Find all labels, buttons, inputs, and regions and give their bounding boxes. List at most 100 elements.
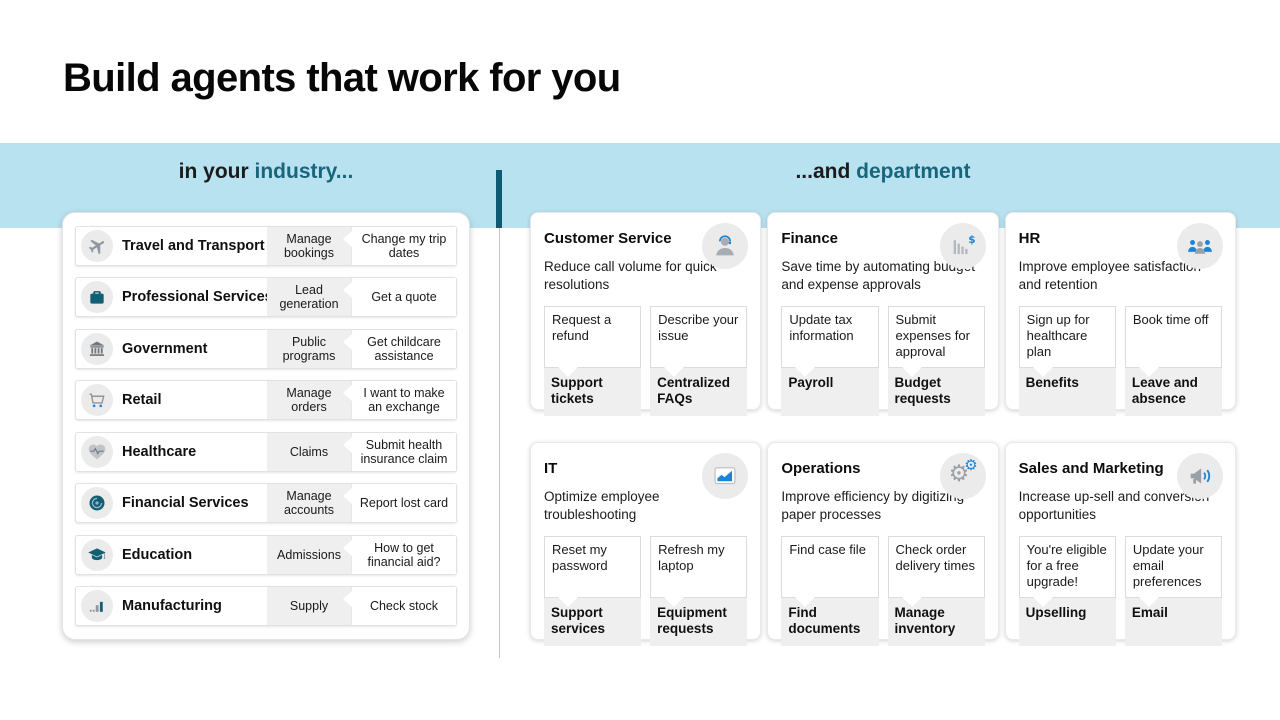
department-description: Reduce call volume for quick resolutions bbox=[544, 259, 717, 292]
department-description: Improve efficiency by digitizing paper p… bbox=[781, 489, 965, 522]
department-card: Customer Service Reduce call volume for … bbox=[530, 212, 762, 416]
industry-topic-box: Lead generation bbox=[267, 278, 351, 317]
industry-row: Financial Services Manage accounts Repor… bbox=[75, 483, 457, 524]
department-title: Finance bbox=[781, 230, 839, 247]
scenario-columns: Update tax information Payroll Submit ex… bbox=[781, 306, 985, 416]
utterance-text: Update tax information bbox=[789, 312, 854, 343]
utterance-text: Find case file bbox=[789, 542, 866, 557]
utterance-bubble: Request a refund bbox=[544, 306, 642, 377]
bubble-tail bbox=[343, 231, 352, 247]
department-heading: ...and department bbox=[530, 160, 1236, 184]
scenario-columns: Sign up for healthcare plan Benefits Boo… bbox=[1018, 306, 1222, 416]
utterance-bubble: You're eligible for a free upgrade! bbox=[1018, 536, 1116, 607]
scenario-column: Reset my password Support services bbox=[544, 536, 642, 646]
airplane-icon bbox=[81, 230, 113, 262]
shopping-cart-icon bbox=[81, 384, 113, 417]
scenario-columns: You're eligible for a free upgrade! Upse… bbox=[1018, 536, 1222, 646]
utterance-bubble: Sign up for healthcare plan bbox=[1018, 306, 1116, 377]
department-grid: Customer Service Reduce call volume for … bbox=[530, 212, 1236, 646]
utterance-text: Book time off bbox=[1132, 312, 1209, 327]
utterance-text: Reset my password bbox=[552, 542, 608, 573]
gears-icon: ⚙⚙ bbox=[939, 453, 986, 499]
scenario-column: Book time off Leave and absence bbox=[1124, 306, 1222, 416]
industry-utterance-bubble: Get a quote bbox=[343, 278, 456, 317]
graduation-cap-icon bbox=[81, 538, 113, 571]
industry-name: Healthcare bbox=[122, 443, 197, 460]
industry-row: Government Public programs Get childcare… bbox=[75, 328, 457, 369]
industry-main: Professional Services bbox=[76, 278, 273, 316]
department-card: HR Improve employee satisfaction and ret… bbox=[1004, 212, 1236, 416]
industry-row: Retail Manage orders I want to make an e… bbox=[75, 380, 457, 421]
bubble-tail bbox=[795, 367, 816, 377]
bubble-tail bbox=[1138, 597, 1159, 607]
utterance-bubble: Update tax information bbox=[781, 306, 879, 377]
department-heading-accent: department bbox=[856, 160, 971, 183]
scenario-columns: Find case file Find documents Check orde… bbox=[781, 536, 985, 646]
industry-utterance-bubble: Change my trip dates bbox=[343, 227, 456, 265]
industry-topic-box: Manage orders bbox=[267, 381, 351, 420]
section-divider-line bbox=[499, 228, 500, 658]
monitor-chart-icon bbox=[702, 453, 749, 499]
utterance-text: Refresh my laptop bbox=[658, 542, 725, 573]
utterance-text: Submit expenses for approval bbox=[895, 312, 970, 359]
section-divider-accent bbox=[496, 170, 502, 228]
utterance-text: Sign up for healthcare plan bbox=[1026, 312, 1090, 359]
industry-heading-accent: industry... bbox=[254, 160, 354, 183]
industry-heading-prefix: in your bbox=[178, 160, 255, 183]
department-title: Operations bbox=[781, 460, 861, 477]
industry-name: Manufacturing bbox=[122, 597, 222, 614]
utterance-bubble: Reset my password bbox=[544, 536, 642, 607]
industry-utterance-text: Report lost card bbox=[359, 496, 449, 511]
department-card: Operations ⚙⚙ Improve efficiency by digi… bbox=[767, 442, 999, 646]
utterance-text: Update your email preferences bbox=[1132, 542, 1204, 589]
scenario-column: Describe your issue Centralized FAQs bbox=[650, 306, 748, 416]
industry-topic-box: Manage accounts bbox=[267, 484, 351, 523]
scenario-columns: Reset my password Support services Refre… bbox=[544, 536, 748, 646]
department-title: IT bbox=[544, 460, 558, 477]
scenario-column: You're eligible for a free upgrade! Upse… bbox=[1018, 536, 1116, 646]
bubble-tail bbox=[664, 597, 685, 607]
svg-text:$: $ bbox=[968, 234, 975, 246]
bubble-tail bbox=[343, 436, 352, 453]
industry-topic-box: Claims bbox=[267, 432, 351, 471]
industry-utterance-text: Get a quote bbox=[371, 290, 437, 305]
bubble-tail bbox=[343, 590, 352, 607]
bubble-tail bbox=[343, 333, 352, 350]
industry-utterance-bubble: Check stock bbox=[343, 586, 456, 625]
utterance-bubble: Submit expenses for approval bbox=[887, 306, 985, 377]
utterance-text: You're eligible for a free upgrade! bbox=[1026, 542, 1107, 589]
industry-utterance-text: Submit health insurance claim bbox=[360, 437, 448, 466]
department-title: HR bbox=[1018, 230, 1041, 247]
industry-main: Manufacturing bbox=[76, 587, 267, 625]
briefcase-icon bbox=[81, 281, 113, 314]
scenario-column: Sign up for healthcare plan Benefits bbox=[1018, 306, 1116, 416]
industry-topic-box: Manage bookings bbox=[267, 227, 351, 265]
industry-name: Government bbox=[122, 340, 208, 357]
scenario-column: Find case file Find documents bbox=[781, 536, 879, 646]
people-group-icon bbox=[1176, 223, 1223, 269]
industry-name: Travel and Transport bbox=[122, 238, 265, 254]
industry-utterance-text: Get childcare assistance bbox=[367, 334, 441, 363]
scenario-columns: Request a refund Support tickets Describ… bbox=[544, 306, 748, 416]
department-description: Increase up-sell and conversion opportun… bbox=[1018, 489, 1210, 522]
utterance-text: Request a refund bbox=[552, 312, 612, 343]
utterance-bubble: Update your email preferences bbox=[1124, 536, 1222, 607]
industry-main: Retail bbox=[76, 381, 267, 419]
scenario-column: Refresh my laptop Equipment requests bbox=[650, 536, 748, 646]
industry-row: Professional Services Lead generation Ge… bbox=[75, 277, 457, 318]
department-description: Optimize employee troubleshooting bbox=[544, 489, 660, 522]
industry-utterance-bubble: Report lost card bbox=[343, 484, 456, 523]
industry-topic-box: Admissions bbox=[267, 535, 351, 574]
industry-name: Retail bbox=[122, 392, 162, 409]
support-person-icon bbox=[702, 223, 749, 269]
industry-name: Education bbox=[122, 546, 193, 563]
factory-icon bbox=[81, 589, 113, 622]
industry-heading: in your industry... bbox=[62, 160, 470, 184]
industry-row: Manufacturing Supply Check stock bbox=[75, 585, 457, 626]
industry-utterance-text: Check stock bbox=[369, 598, 439, 613]
industry-topic-box: Supply bbox=[267, 586, 351, 625]
industry-panel: Travel and Transport Manage bookings Cha… bbox=[62, 212, 470, 640]
bubble-tail bbox=[901, 367, 922, 377]
scenario-column: Check order delivery times Manage invent… bbox=[887, 536, 985, 646]
scenario-column: Update your email preferences Email bbox=[1124, 536, 1222, 646]
